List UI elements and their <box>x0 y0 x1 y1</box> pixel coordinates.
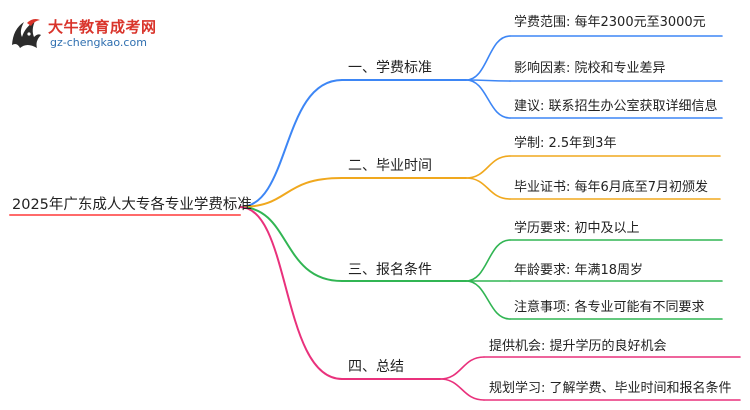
branch-tuition-standard: 一、学费标准 <box>348 60 432 76</box>
leaf-study-length: 学制: 2.5年到3年 <box>514 136 617 151</box>
leaf-connector <box>465 79 511 119</box>
leaf-connector <box>439 356 485 380</box>
site-logo[interactable]: 大牛教育成考网 gz-chengkao.com <box>6 14 176 54</box>
bull-mascot-icon <box>6 14 46 54</box>
leaf-connector <box>465 280 511 320</box>
leaf-advice: 建议: 联系招生办公室获取详细信息 <box>514 99 718 114</box>
leaf-education-requirement: 学历要求: 初中及以上 <box>514 221 640 236</box>
site-logo-url: gz-chengkao.com <box>50 36 147 49</box>
leaf-connector <box>465 239 511 282</box>
branch-connector <box>239 177 343 208</box>
branch-connector <box>239 206 343 282</box>
leaf-connector <box>465 155 511 179</box>
leaf-influencing-factors: 影响因素: 院校和专业差异 <box>514 61 666 76</box>
branch-connector <box>239 206 343 380</box>
leaf-connector <box>439 378 485 401</box>
leaf-notes: 注意事项: 各专业可能有不同要求 <box>514 300 705 315</box>
branch-enrollment-requirements: 三、报名条件 <box>348 262 432 278</box>
leaf-diploma: 毕业证书: 每年6月底至7月初颁发 <box>514 180 709 195</box>
leaf-planning: 规划学习: 了解学费、毕业时间和报名条件 <box>489 381 732 396</box>
leaf-tuition-range: 学费范围: 每年2300元至3000元 <box>514 15 706 30</box>
branch-summary: 四、总结 <box>348 359 404 375</box>
leaf-connector <box>465 35 511 81</box>
leaf-connector <box>465 177 511 200</box>
leaf-opportunity: 提供机会: 提升学历的良好机会 <box>489 339 667 354</box>
branch-connector <box>239 79 343 208</box>
mindmap-root-topic: 2025年广东成人大专各专业学费标准 <box>12 197 252 213</box>
site-logo-title: 大牛教育成考网 <box>48 18 157 36</box>
branch-graduation-time: 二、毕业时间 <box>348 158 432 174</box>
leaf-age-requirement: 年龄要求: 年满18周岁 <box>514 263 644 278</box>
